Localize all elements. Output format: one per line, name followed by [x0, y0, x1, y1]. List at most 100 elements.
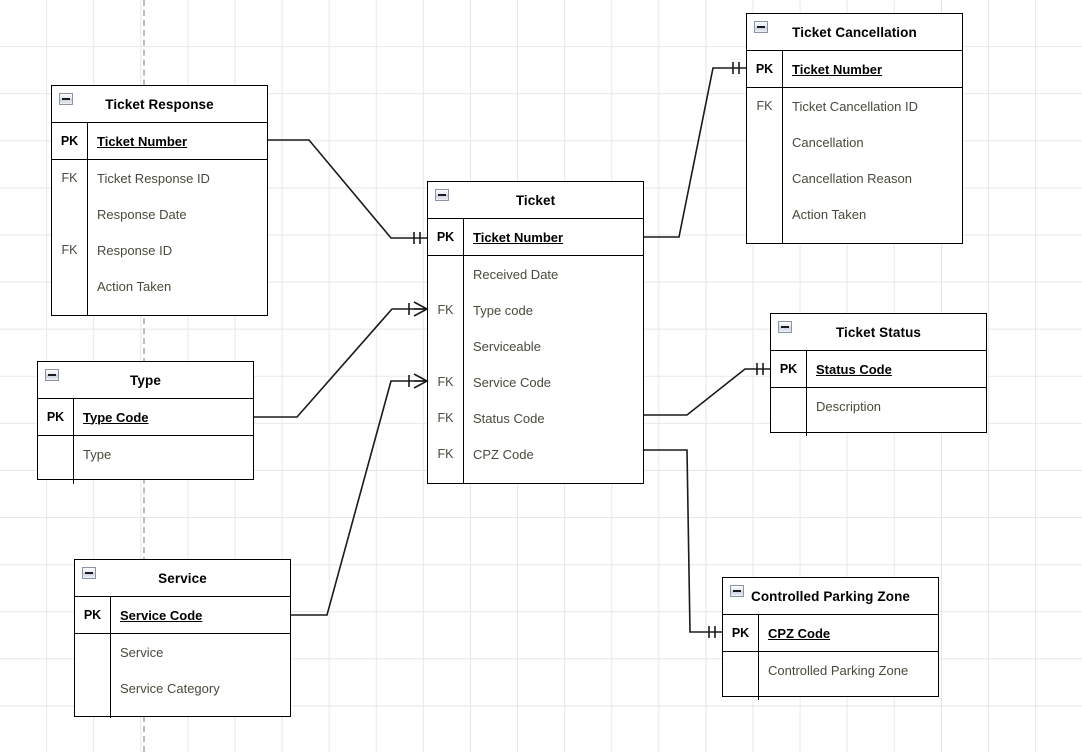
entity-title: Ticket Status [835, 324, 922, 340]
key-column-divider [110, 597, 111, 633]
key-column-divider [782, 88, 783, 244]
key-column-divider [806, 388, 807, 436]
attribute-name: Ticket Cancellation ID [792, 98, 918, 114]
key-column-divider [782, 51, 783, 87]
relationship-type-to-ticket[interactable] [240, 301, 429, 423]
attribute-name: Status Code [816, 361, 892, 377]
connector-line [644, 67, 746, 238]
collapse-icon[interactable] [45, 369, 59, 381]
relationship-ticket-response-to-ticket[interactable] [254, 134, 427, 244]
attribute-section: Controlled Parking Zone [723, 652, 938, 700]
attribute-name: Type [83, 446, 112, 462]
attribute-row[interactable]: Cancellation Reason [747, 160, 962, 196]
attribute-row[interactable]: Action Taken [747, 196, 962, 232]
attribute-name: Service Category [120, 680, 220, 696]
entity-header-type: Type [38, 362, 253, 399]
attribute-name: Service [120, 644, 164, 660]
attribute-row[interactable]: Service [75, 634, 290, 670]
attribute-row[interactable]: FK Ticket Response ID [52, 160, 267, 196]
relationship-service-to-ticket[interactable] [277, 373, 429, 621]
key-label: PK [83, 608, 102, 622]
attribute-row[interactable]: Received Date [428, 256, 643, 292]
entity-title: Ticket Response [105, 96, 214, 112]
attribute-name: Cancellation [792, 134, 864, 150]
attribute-row[interactable]: FK Type code [428, 292, 643, 328]
primary-key-row[interactable]: PK Service Code [75, 597, 290, 633]
primary-key-row[interactable]: PK Ticket Number [428, 219, 643, 255]
key-column-divider [463, 219, 464, 255]
attribute-name: Ticket Response ID [97, 170, 210, 186]
attribute-row[interactable]: Action Taken [52, 268, 267, 304]
attribute-row[interactable]: FK Status Code [428, 400, 643, 436]
key-label: FK [61, 171, 78, 185]
attribute-row[interactable]: Description [771, 388, 986, 424]
entity-title: Ticket Cancellation [792, 24, 917, 40]
attribute-name: Ticket Number [473, 229, 564, 245]
relationship-ticket-to-ticket-status[interactable] [625, 363, 770, 423]
key-label: PK [731, 626, 750, 640]
attribute-name: Status Code [473, 410, 545, 426]
attribute-row[interactable]: Service Category [75, 670, 290, 706]
to-cardinality-crowsfoot [413, 373, 429, 389]
collapse-icon[interactable] [730, 585, 744, 597]
attribute-row[interactable]: Type [38, 436, 253, 472]
collapse-icon[interactable] [435, 189, 449, 201]
collapse-icon[interactable] [778, 321, 792, 333]
attribute-name: Type Code [83, 409, 149, 425]
entity-header-controlled-parking-zone: Controlled Parking Zone [723, 578, 938, 615]
key-label: FK [437, 375, 454, 389]
key-column-divider [87, 123, 88, 159]
attribute-name: Received Date [473, 266, 559, 282]
entity-title: Service [158, 570, 207, 586]
collapse-icon[interactable] [754, 21, 768, 33]
key-column-divider [87, 160, 88, 316]
attribute-name: Response Date [97, 206, 187, 222]
entity-header-ticket-response: Ticket Response [52, 86, 267, 123]
key-label: FK [437, 303, 454, 317]
key-label: PK [436, 230, 455, 244]
entity-title: Controlled Parking Zone [750, 588, 911, 604]
attribute-name: Controlled Parking Zone [768, 662, 909, 678]
attribute-name: Service Code [120, 607, 203, 623]
key-label: FK [437, 411, 454, 425]
key-column-divider [463, 256, 464, 484]
attribute-row[interactable]: Response Date [52, 196, 267, 232]
collapse-icon[interactable] [59, 93, 73, 105]
attribute-name: Type code [473, 302, 533, 318]
primary-key-section: PK Service Code [75, 597, 290, 634]
attribute-row[interactable]: Controlled Parking Zone [723, 652, 938, 688]
entity-title: Ticket [515, 192, 556, 208]
to-cardinality-crowsfoot [413, 301, 429, 317]
key-label: FK [437, 447, 454, 461]
attribute-row[interactable]: Cancellation [747, 124, 962, 160]
relationship-ticket-to-ticket-cancellation[interactable] [630, 62, 746, 243]
entity-header-ticket-status: Ticket Status [771, 314, 986, 351]
collapse-icon[interactable] [82, 567, 96, 579]
key-column-divider [806, 351, 807, 387]
attribute-row[interactable]: Serviceable [428, 328, 643, 364]
